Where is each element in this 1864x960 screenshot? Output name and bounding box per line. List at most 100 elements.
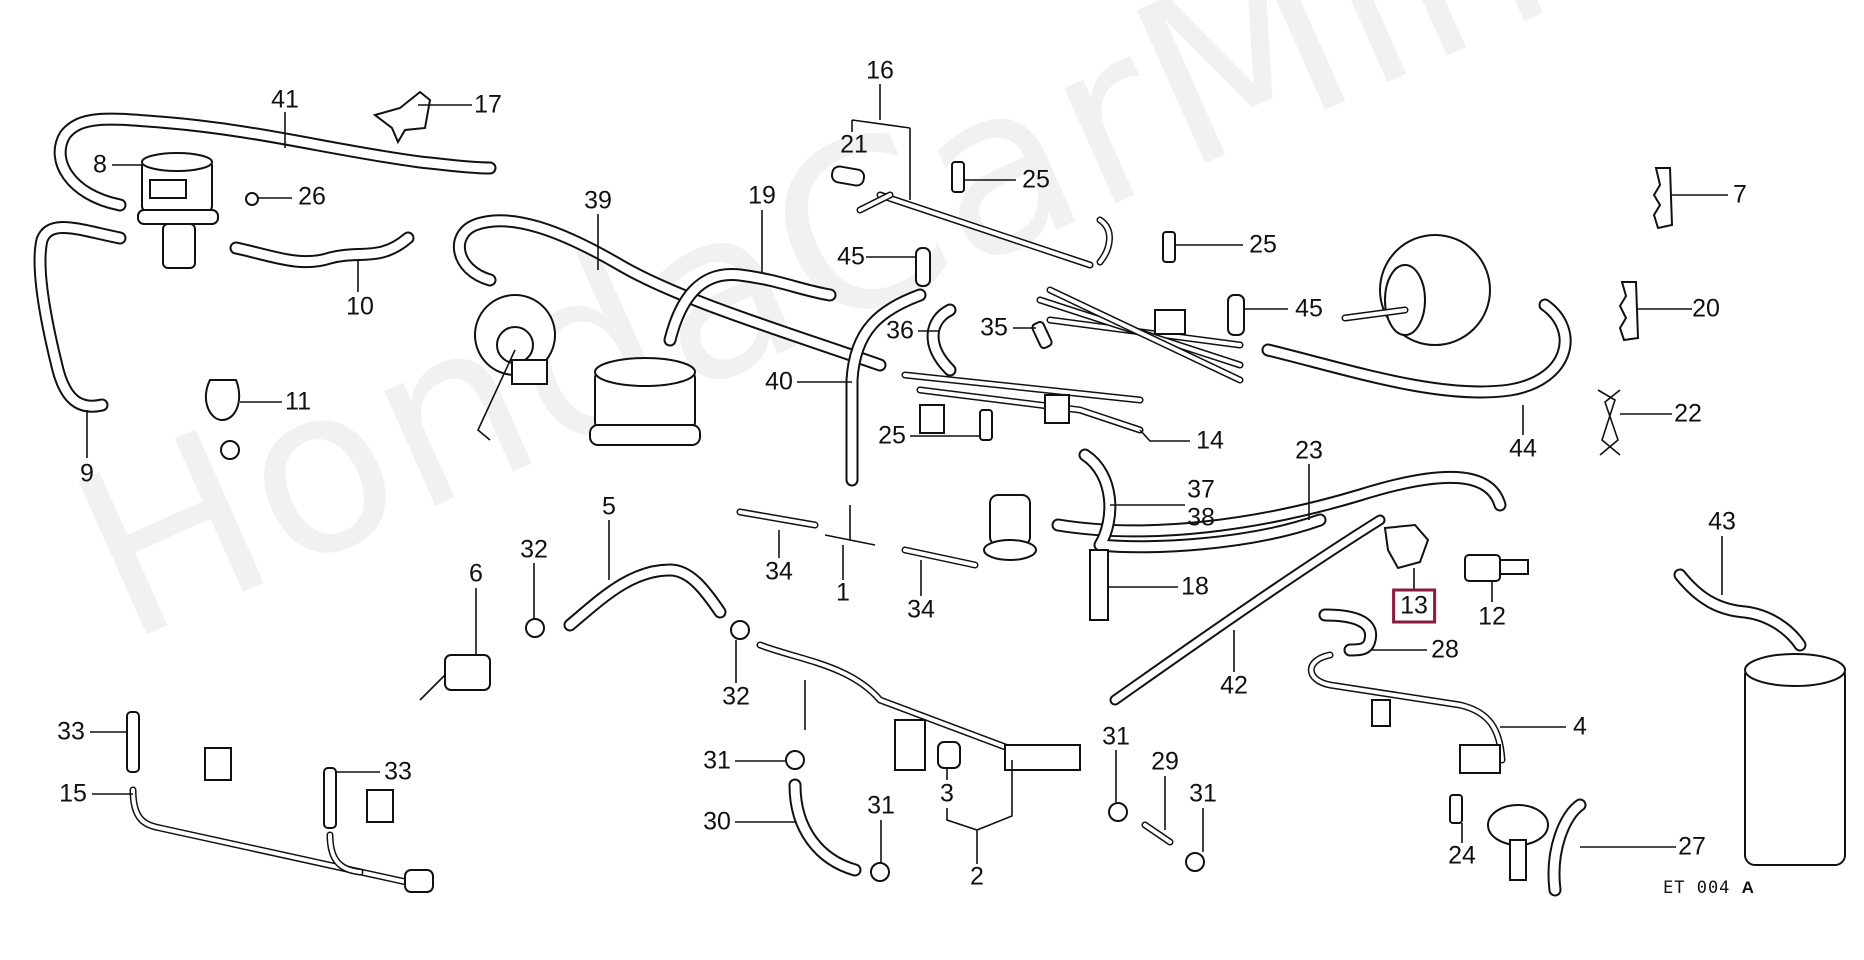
part-33-hose-b[interactable] <box>323 767 337 829</box>
part-31-clamp-a[interactable] <box>785 750 805 770</box>
part-22-clip[interactable] <box>1597 389 1621 456</box>
label-part-13-highlighted[interactable]: 13 <box>1392 588 1436 624</box>
label-part-23[interactable]: 23 <box>1295 436 1323 465</box>
label-part-1[interactable]: 1 <box>836 578 850 607</box>
label-part-27[interactable]: 27 <box>1678 832 1706 861</box>
label-part-41[interactable]: 41 <box>271 85 299 114</box>
part-43-hose[interactable] <box>1673 568 1807 652</box>
label-part-31[interactable]: 31 <box>703 746 731 775</box>
part-1-tee[interactable] <box>824 505 876 546</box>
label-part-40[interactable]: 40 <box>765 367 793 396</box>
label-part-15[interactable]: 15 <box>59 779 87 808</box>
part-20-clip[interactable] <box>1618 281 1640 342</box>
part-30-hose[interactable] <box>788 778 862 877</box>
part-44-hose[interactable] <box>1261 298 1572 399</box>
part-28-hose[interactable] <box>1318 608 1378 657</box>
part-11-clamp[interactable] <box>204 379 241 460</box>
part-26-screw[interactable] <box>245 192 259 206</box>
label-part-37[interactable]: 37 <box>1187 475 1215 504</box>
label-part-31[interactable]: 31 <box>867 791 895 820</box>
label-part-43[interactable]: 43 <box>1708 507 1736 536</box>
part-12-switch[interactable] <box>1464 554 1529 582</box>
label-part-25[interactable]: 25 <box>1249 230 1277 259</box>
part-45-hose-b[interactable] <box>1227 294 1245 336</box>
part-19-hose[interactable] <box>663 267 837 347</box>
part-33-hose-a[interactable] <box>126 711 140 773</box>
label-part-19[interactable]: 19 <box>748 181 776 210</box>
part-10-hose[interactable] <box>229 231 415 269</box>
part-25-bolt-b[interactable] <box>1162 231 1176 263</box>
part-39-hose[interactable] <box>452 214 887 372</box>
label-part-34[interactable]: 34 <box>765 557 793 586</box>
label-part-17[interactable]: 17 <box>474 90 502 119</box>
part-31-clamp-b[interactable] <box>870 862 890 882</box>
part-34-hose-b[interactable] <box>901 546 979 569</box>
part-31-clamp-d[interactable] <box>1185 852 1205 872</box>
label-part-39[interactable]: 39 <box>584 186 612 215</box>
label-part-32[interactable]: 32 <box>722 682 750 711</box>
part-17-bracket[interactable] <box>372 90 432 145</box>
label-part-9[interactable]: 9 <box>80 459 94 488</box>
label-part-42[interactable]: 42 <box>1220 671 1248 700</box>
part-8-valve[interactable] <box>137 152 219 269</box>
part-29-hose[interactable] <box>1141 821 1174 846</box>
part-42-hose[interactable] <box>1109 514 1386 706</box>
part-31-clamp-c[interactable] <box>1108 802 1128 822</box>
label-part-30[interactable]: 30 <box>703 807 731 836</box>
label-part-45[interactable]: 45 <box>837 242 865 271</box>
label-part-24[interactable]: 24 <box>1448 841 1476 870</box>
part-41-hose[interactable] <box>53 112 497 212</box>
label-part-38[interactable]: 38 <box>1187 503 1215 532</box>
part-6-filter[interactable] <box>419 654 491 701</box>
label-part-33[interactable]: 33 <box>384 757 412 786</box>
part-13-clip[interactable] <box>1383 523 1430 570</box>
part-32-clamp-a[interactable] <box>525 618 545 638</box>
part-24-bolt[interactable] <box>1449 794 1463 824</box>
part-34-hose-a[interactable] <box>736 508 819 529</box>
label-part-34[interactable]: 34 <box>907 595 935 624</box>
label-part-28[interactable]: 28 <box>1431 635 1459 664</box>
label-part-25[interactable]: 25 <box>1022 165 1050 194</box>
label-part-7[interactable]: 7 <box>1733 180 1747 209</box>
label-part-26[interactable]: 26 <box>298 182 326 211</box>
part-18-clip[interactable] <box>1089 549 1109 621</box>
part-37-38-hose[interactable] <box>1078 448 1327 554</box>
label-part-12[interactable]: 12 <box>1478 602 1506 631</box>
part-16-pipe-assembly[interactable] <box>856 191 1113 269</box>
part-15-pipe-assembly[interactable] <box>129 747 434 893</box>
part-3-clip[interactable] <box>937 741 961 769</box>
part-45-hose-a[interactable] <box>915 247 931 287</box>
part-9-hose[interactable] <box>33 220 127 413</box>
label-part-11[interactable]: 11 <box>285 387 311 416</box>
part-36-hose[interactable] <box>926 303 957 377</box>
label-part-4[interactable]: 4 <box>1573 712 1587 741</box>
label-part-6[interactable]: 6 <box>469 559 483 588</box>
label-part-21[interactable]: 21 <box>840 130 868 159</box>
label-part-14[interactable]: 14 <box>1196 426 1224 455</box>
label-part-25[interactable]: 25 <box>878 421 906 450</box>
part-21-hose[interactable] <box>830 165 866 187</box>
part-32-clamp-b[interactable] <box>730 620 750 640</box>
label-part-2[interactable]: 2 <box>970 862 984 891</box>
part-40-hose[interactable] <box>845 288 927 487</box>
part-2-pipe[interactable] <box>756 641 1081 771</box>
part-7-clip[interactable] <box>1652 167 1674 230</box>
label-part-8[interactable]: 8 <box>93 150 107 179</box>
label-part-36[interactable]: 36 <box>886 316 914 345</box>
part-25-bolt-a[interactable] <box>951 161 965 193</box>
label-part-3[interactable]: 3 <box>940 779 954 808</box>
label-part-18[interactable]: 18 <box>1181 572 1209 601</box>
label-part-10[interactable]: 10 <box>346 292 374 321</box>
label-part-31[interactable]: 31 <box>1102 722 1130 751</box>
label-part-16[interactable]: 16 <box>866 56 894 85</box>
part-23-hose[interactable] <box>1051 470 1507 538</box>
label-part-31[interactable]: 31 <box>1189 779 1217 808</box>
part-4-pipe[interactable] <box>1307 651 1506 774</box>
part-27-hose[interactable] <box>1547 798 1587 897</box>
part-14-pipe-assembly[interactable] <box>901 286 1244 434</box>
label-part-22[interactable]: 22 <box>1674 399 1702 428</box>
label-part-33[interactable]: 33 <box>57 717 85 746</box>
part-35-hose[interactable] <box>1031 320 1053 350</box>
label-part-35[interactable]: 35 <box>980 313 1008 342</box>
part-5-hose[interactable] <box>563 563 727 632</box>
